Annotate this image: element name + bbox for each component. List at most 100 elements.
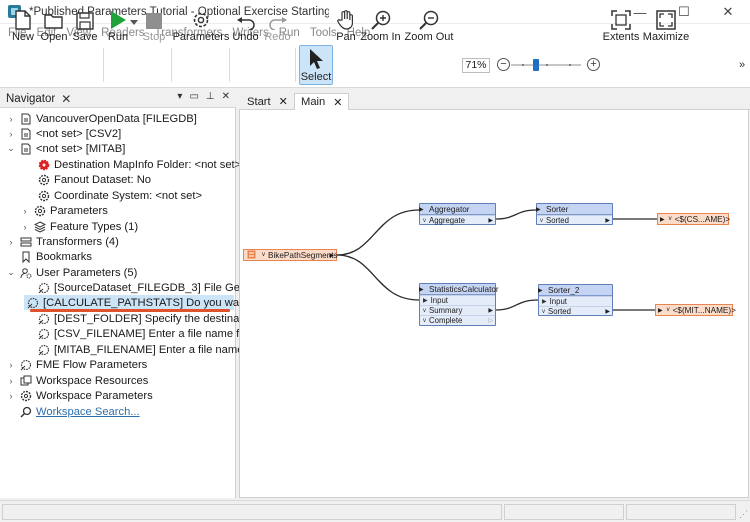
zoom-increase-icon[interactable]: + xyxy=(587,58,600,71)
menu-transformers[interactable]: Transformers xyxy=(154,27,223,39)
tab-start[interactable]: Start ✕ xyxy=(247,95,288,109)
input-port-icon[interactable]: ▶ xyxy=(660,216,665,223)
transformer-sorter-2[interactable]: Sorter_2 ▶ Input v Sorted ▶ xyxy=(538,284,613,316)
menu-file[interactable]: File xyxy=(8,27,27,39)
zoom-in-button[interactable]: Zoom In xyxy=(360,2,401,44)
tree-item-workspace-parameters[interactable]: › Workspace Parameters xyxy=(9,389,153,402)
select-tool-button[interactable]: Select xyxy=(299,45,333,85)
tab-start-close-icon[interactable]: ✕ xyxy=(278,96,288,108)
close-window-button[interactable]: ✕ xyxy=(722,4,734,19)
canvas-horizontal-scrollbar[interactable] xyxy=(239,498,750,500)
tree-item-destination-folder[interactable]: Destination MapInfo Folder: <not set> (L… xyxy=(24,157,266,172)
zoom-decrease-icon[interactable]: − xyxy=(497,58,510,71)
output-port-icon[interactable]: ▶ xyxy=(605,218,610,224)
resize-grip-icon[interactable]: ⋰ xyxy=(739,509,748,519)
reader-feature-icon xyxy=(247,250,256,261)
chevron-down-icon: v xyxy=(423,217,426,224)
navigator-close-button[interactable]: ✕ xyxy=(61,91,72,106)
tree-item-feature-types[interactable]: › Feature Types (1) xyxy=(23,220,139,233)
stop-icon xyxy=(146,13,162,29)
menu-readers[interactable]: Readers xyxy=(101,27,145,39)
menu-run[interactable]: Run xyxy=(278,27,300,39)
statisticscalculator-summary-port[interactable]: v Summary ▶ xyxy=(420,305,495,315)
pan-tool-button[interactable]: Pan xyxy=(336,2,356,44)
input-port-icon[interactable]: ▶ xyxy=(658,307,663,314)
extents-button[interactable]: Extents xyxy=(603,2,639,44)
tree-item-calculate-pathstats-param[interactable]: [CALCULATE_PATHSTATS] Do you want to ... xyxy=(24,295,273,310)
aggregator-output-port[interactable]: v Aggregate ▶ xyxy=(420,215,495,225)
sorter-2-output-port[interactable]: v Sorted ▶ xyxy=(539,306,612,316)
panel-undock-icon[interactable]: ▭ xyxy=(189,91,199,102)
tree-item-mitab-filename-param[interactable]: [MITAB_FILENAME] Enter a file name for t… xyxy=(24,342,275,357)
statisticscalculator-input-port[interactable]: ▶ Input xyxy=(420,295,495,305)
tree-item-mitab-writer[interactable]: ⌄ <not set> [MITAB] xyxy=(7,142,126,155)
pin-icon[interactable]: ⊥ xyxy=(205,91,215,102)
tree-item-csv-reader[interactable]: › <not set> [CSV2] xyxy=(9,127,122,140)
tree-item-bookmarks[interactable]: Bookmarks xyxy=(6,249,92,264)
open-button[interactable]: Open xyxy=(40,2,68,44)
zoom-out-button[interactable]: Zoom Out xyxy=(405,2,453,44)
tree-item-transformers[interactable]: › Transformers (4) xyxy=(9,235,119,248)
writer-node-mitab[interactable]: ▶ v <$(MIT...NAME)> xyxy=(655,304,736,316)
transformer-statisticscalculator[interactable]: StatisticsCalculator ▶ Input v Summary ▶… xyxy=(419,283,499,326)
tree-item-csv-filename-param[interactable]: [CSV_FILENAME] Enter a file name for the… xyxy=(24,326,280,341)
tree-item-user-parameters[interactable]: ⌄ User Parameters (5) xyxy=(7,266,138,279)
menu-edit[interactable]: Edit xyxy=(36,27,57,39)
redo-button[interactable]: Redo xyxy=(264,2,291,44)
maximize-button[interactable]: ☐ xyxy=(678,4,690,19)
sorter-output-port[interactable]: v Sorted ▶ xyxy=(537,215,612,225)
reader-node-bikepathsegments[interactable]: v BikePathSegments ▶ xyxy=(243,249,338,261)
navigator-tree: › VancouverOpenData [FILEGDB] › <not set… xyxy=(0,108,283,498)
menu-view[interactable]: View xyxy=(66,27,92,39)
writer-node-csv[interactable]: ▶ v <$(CS...AME)> xyxy=(657,213,730,225)
run-options-dropdown[interactable] xyxy=(129,2,138,44)
tree-item-coordinate-system[interactable]: Coordinate System: <not set> xyxy=(24,188,202,203)
tab-main[interactable]: Main ✕ xyxy=(294,93,350,110)
tree-item-parameters[interactable]: › Parameters xyxy=(23,204,108,217)
stop-button[interactable]: Stop xyxy=(142,2,166,44)
tree-item-workspace-resources[interactable]: › Workspace Resources xyxy=(9,374,149,387)
gear-icon xyxy=(19,389,32,402)
minimize-button[interactable]: — xyxy=(633,4,647,20)
menu-writers[interactable]: Writers xyxy=(232,27,269,39)
menu-help[interactable]: Help xyxy=(346,27,371,39)
save-button[interactable]: Save xyxy=(72,2,98,44)
transformer-aggregator[interactable]: Aggregator v Aggregate ▶ xyxy=(419,203,496,225)
maximize-canvas-button[interactable]: Maximize xyxy=(643,2,689,44)
output-port-icon[interactable]: ▶ xyxy=(329,252,334,259)
output-port-icon[interactable]: ▶ xyxy=(488,218,493,224)
redo-icon xyxy=(268,17,287,30)
hand-icon xyxy=(337,10,353,30)
parameters-button[interactable]: Parameters xyxy=(173,2,229,44)
zoom-in-icon xyxy=(370,10,390,30)
tree-item-workspace-search[interactable]: Workspace Search... xyxy=(6,404,140,419)
transformer-sorter[interactable]: Sorter v Sorted ▶ xyxy=(536,203,613,225)
zoom-slider-thumb[interactable] xyxy=(533,59,540,71)
chevron-down-icon[interactable]: v xyxy=(262,252,265,258)
gear-icon xyxy=(37,173,50,186)
statisticscalculator-complete-port[interactable]: v Complete ▷ xyxy=(420,315,495,325)
toolbar-overflow-button[interactable]: » xyxy=(739,59,746,71)
panel-menu-icon[interactable]: ▾ xyxy=(177,91,183,102)
toolbar-separator xyxy=(103,48,104,82)
undo-button[interactable]: Undo xyxy=(232,2,259,44)
output-port-open-icon[interactable]: ▷ xyxy=(488,318,493,324)
panel-close-icon[interactable]: ✕ xyxy=(221,91,230,102)
zoom-level-field[interactable]: 71% xyxy=(462,58,490,73)
tree-item-fme-flow-parameters[interactable]: › FME Flow Parameters xyxy=(9,358,148,371)
chevron-down-icon[interactable]: v xyxy=(666,307,670,313)
tree-item-filegdb-reader[interactable]: › VancouverOpenData [FILEGDB] xyxy=(9,112,197,125)
tab-main-close-icon[interactable]: ✕ xyxy=(333,96,343,109)
new-button[interactable]: New xyxy=(10,2,36,44)
output-port-icon[interactable]: ▶ xyxy=(605,309,610,315)
sorter-2-input-port[interactable]: ▶ Input xyxy=(539,296,612,306)
menu-tools[interactable]: Tools xyxy=(309,27,337,39)
gear-icon xyxy=(37,189,50,202)
tree-item-dest-folder-param[interactable]: [DEST_FOLDER] Specify the destination fo… xyxy=(24,311,282,326)
param-icon xyxy=(37,281,50,294)
tree-item-fanout-dataset[interactable]: Fanout Dataset: No xyxy=(24,172,151,187)
tree-item-sourcedataset-param[interactable]: [SourceDataset_FILEGDB_3] File Geodatab.… xyxy=(24,280,283,295)
chevron-down-icon[interactable]: v xyxy=(668,216,672,222)
output-port-icon[interactable]: ▶ xyxy=(488,308,493,314)
run-button[interactable]: Run xyxy=(106,2,130,44)
